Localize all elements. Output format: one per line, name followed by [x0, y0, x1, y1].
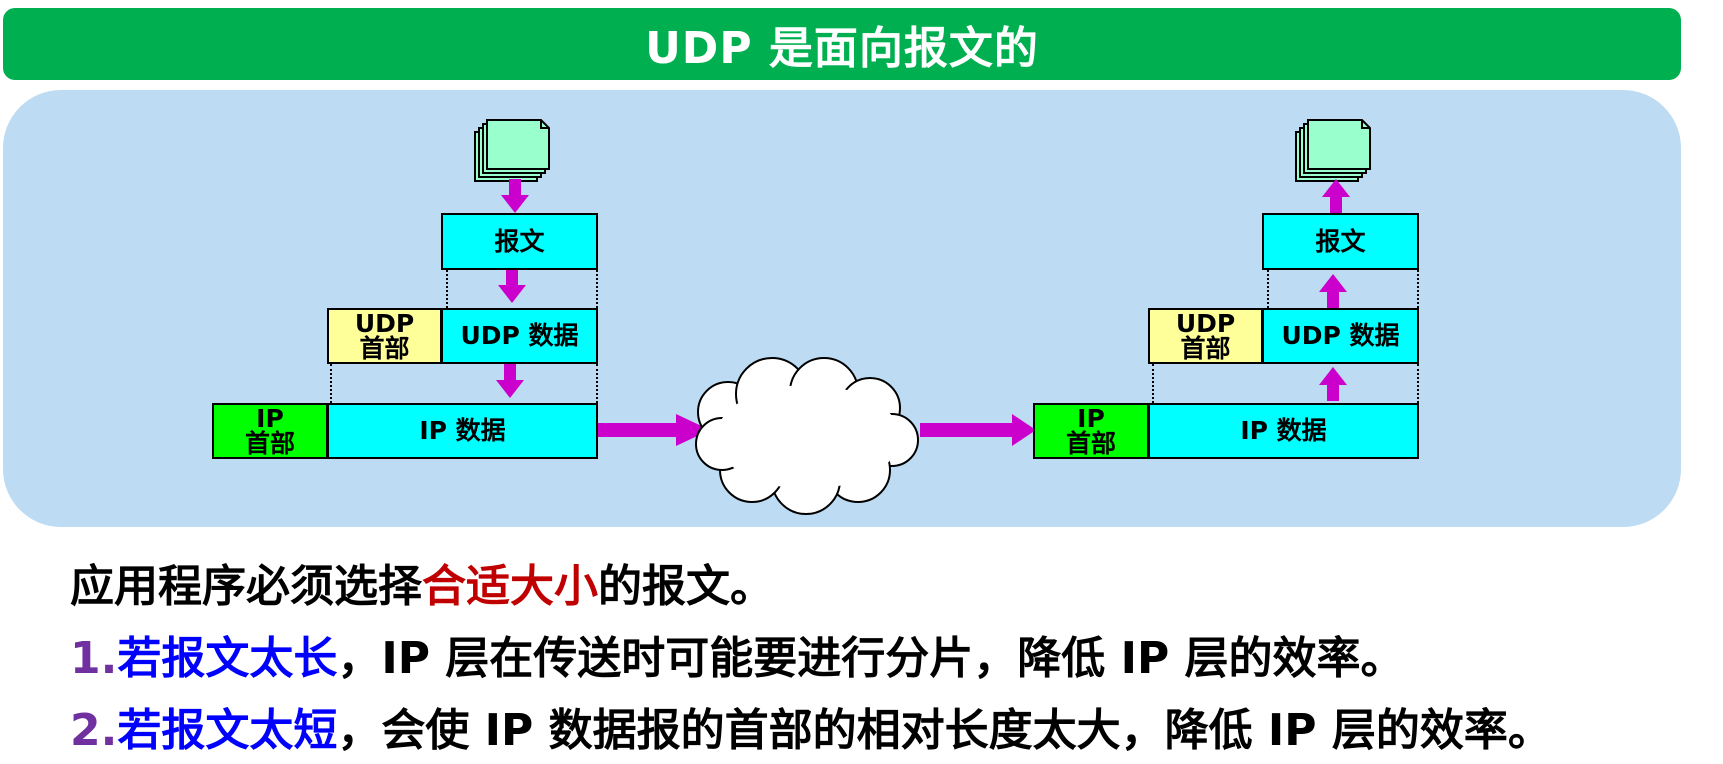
divider	[330, 364, 332, 403]
divider	[596, 270, 598, 308]
divider	[596, 364, 598, 403]
receiver-arrow-up-icon	[1319, 274, 1347, 308]
sender-ip-data-box: IP 数据	[327, 403, 598, 459]
text-highlight: 若报文太短	[117, 705, 338, 756]
sender-ip-header-box: IP 首部	[212, 403, 328, 459]
sender-arrow-down-icon	[496, 364, 524, 398]
sender-to-cloud-arrow-icon	[598, 414, 710, 446]
text-suffix: 的报文。	[598, 561, 774, 612]
sender-arrow-down-icon	[501, 179, 529, 213]
receiver-arrow-up-icon	[1319, 367, 1347, 401]
receiver-udp-header-box: UDP 首部	[1148, 308, 1263, 364]
text-line-too-short: 2.若报文太短，会使 IP 数据报的首部的相对长度太大，降低 IP 层的效率。	[70, 694, 1552, 758]
receiver-ip-header-box: IP 首部	[1033, 403, 1149, 459]
receiver-ip-data-box: IP 数据	[1148, 403, 1419, 459]
text-rest: ，会使 IP 数据报的首部的相对长度太大，降低 IP 层的效率。	[337, 705, 1552, 756]
text-highlight: 若报文太长	[117, 633, 338, 684]
sender-arrow-down-icon	[498, 269, 526, 303]
text-prefix: 应用程序必须选择	[70, 561, 422, 612]
divider	[1267, 270, 1269, 308]
receiver-message-box: 报文	[1262, 213, 1419, 270]
receiver-udp-data-box: UDP 数据	[1262, 308, 1419, 364]
divider	[446, 270, 448, 308]
receiver-document-icon	[1295, 119, 1371, 182]
list-number: 1.	[70, 633, 118, 684]
divider	[1417, 270, 1419, 308]
receiver-arrow-up-icon	[1322, 179, 1350, 213]
network-cloud-icon	[695, 357, 919, 515]
text-line-requirement: 应用程序必须选择合适大小的报文。	[70, 550, 774, 614]
sender-message-box: 报文	[441, 213, 598, 270]
text-rest: ，IP 层在传送时可能要进行分片，降低 IP 层的效率。	[337, 633, 1405, 684]
text-line-too-long: 1.若报文太长，IP 层在传送时可能要进行分片，降低 IP 层的效率。	[70, 622, 1405, 686]
slide-title: UDP 是面向报文的	[3, 8, 1681, 80]
divider	[1152, 364, 1154, 403]
divider	[1417, 364, 1419, 403]
sender-udp-header-box: UDP 首部	[327, 308, 442, 364]
text-highlight: 合适大小	[422, 561, 598, 612]
sender-document-icon	[474, 119, 550, 182]
sender-udp-data-box: UDP 数据	[441, 308, 598, 364]
list-number: 2.	[70, 705, 118, 756]
cloud-to-receiver-arrow-icon	[920, 414, 1036, 446]
